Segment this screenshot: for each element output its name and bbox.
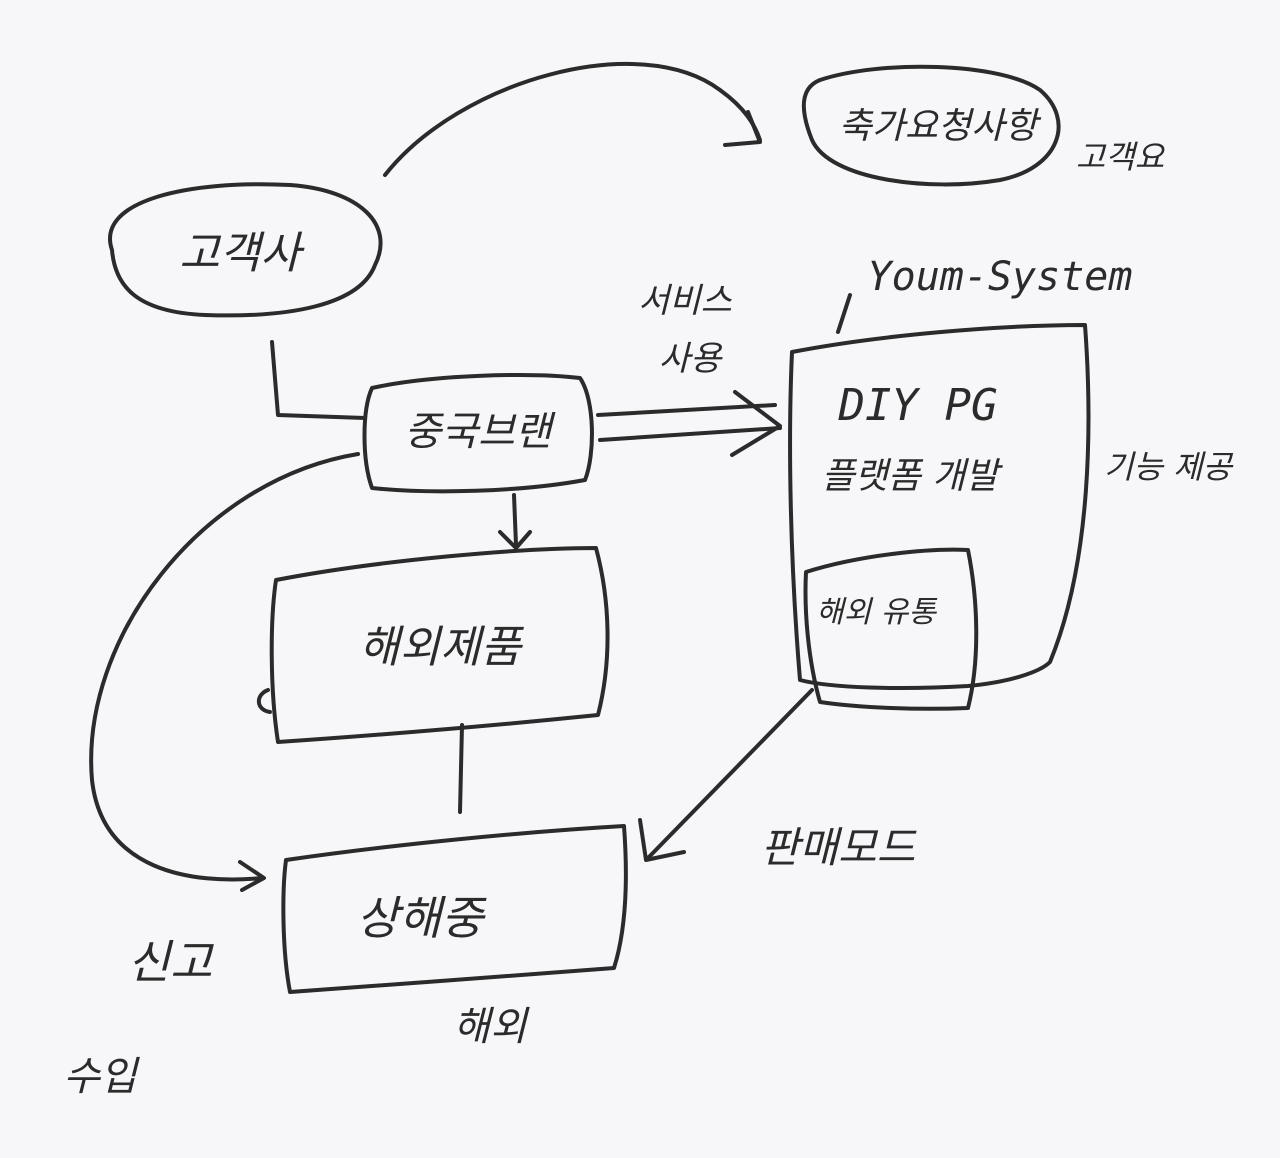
reject-note: 고객요: [1076, 138, 1166, 176]
brand-to-system-arrow-top: [596, 403, 777, 417]
system-to-sales-arrowhead: [638, 818, 686, 862]
cosmetics-to-sales-arrow: [458, 723, 464, 814]
brand-to-sales-curve-arrowhead: [238, 860, 266, 892]
system-subtitle: 플랫폼 개발: [821, 456, 1003, 497]
use-label: 사용: [659, 339, 723, 379]
customer-to-reject-arrow: [383, 61, 762, 177]
sales-sub-label: 해외: [453, 1004, 530, 1050]
sales-node: [281, 824, 628, 994]
reject-node: [801, 64, 1061, 187]
system-inner-label: 해외 유통: [816, 595, 937, 630]
brand-label: 중국브랜: [404, 409, 555, 455]
sales-label: 상해중: [357, 891, 488, 945]
kr-cosmetics-label: 해외제품: [359, 622, 524, 673]
customer-to-reject-arrowhead: [723, 110, 762, 147]
left-note-sub: 수입: [63, 1054, 140, 1100]
customer-to-brand-line: [270, 340, 367, 420]
reject-label: 축가요청사항: [839, 106, 1043, 147]
brand-to-cosmetics-arrow: [512, 493, 518, 547]
system-title: DIY PG: [838, 380, 998, 431]
kr-cosmetics-node: [269, 546, 610, 744]
left-note: 신고: [128, 935, 214, 989]
kr-cosmetics-tick: [256, 688, 272, 714]
system-to-sales-arrow: [646, 688, 814, 860]
system-label: Youm-System: [868, 254, 1133, 300]
customer-label: 고객사: [179, 228, 305, 279]
brand-to-system-arrow-bottom: [598, 426, 782, 442]
system-label-leader: [836, 293, 852, 334]
feature-label: 기능 제공: [1104, 448, 1233, 486]
sales-mode-label: 판매모드: [761, 823, 917, 872]
brand-to-sales-curve: [89, 452, 360, 882]
brand-node: [362, 373, 594, 494]
brand-to-cosmetics-arrowhead: [498, 530, 532, 550]
system-inner-node: [803, 547, 979, 711]
brand-to-system-arrowhead: [730, 390, 782, 457]
customer-node: [108, 182, 383, 318]
use-label-sub: 서비스: [638, 281, 733, 321]
system-node: [788, 323, 1091, 690]
